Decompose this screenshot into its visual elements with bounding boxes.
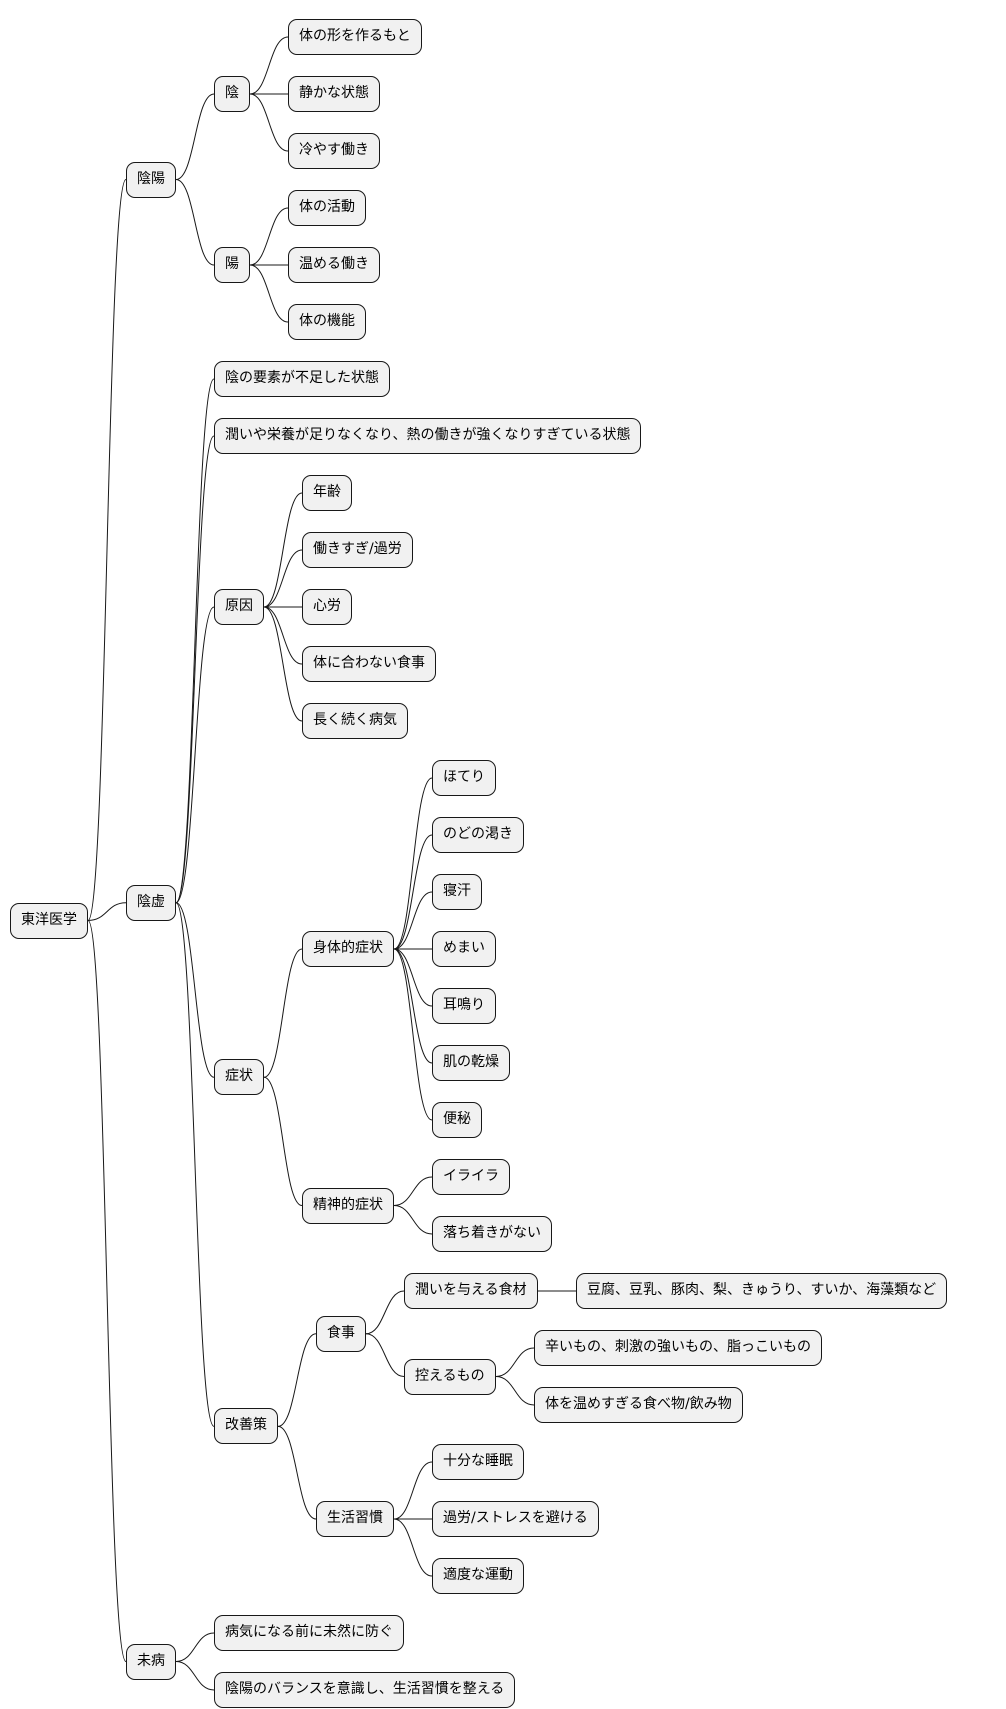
connector-line	[263, 606, 303, 722]
mindmap-node: 控えるもの	[404, 1358, 496, 1395]
connector-line	[365, 1290, 405, 1335]
mindmap-node: 体の形を作るもと	[288, 19, 422, 55]
connector-line	[495, 1347, 535, 1377]
connector-line	[393, 891, 433, 950]
connector-line	[393, 834, 433, 950]
mindmap-node: 体の機能	[288, 304, 366, 340]
connector-line	[277, 1425, 317, 1520]
connector-line	[277, 1333, 317, 1427]
mindmap-node: 潤いを与える食材	[404, 1273, 538, 1309]
connector-line	[249, 207, 289, 266]
mindmap-node: ほてり	[432, 760, 496, 796]
connector-line	[393, 1176, 433, 1206]
connector-line	[175, 1661, 215, 1691]
connector-line	[175, 179, 215, 266]
mindmap-node: 肌の乾燥	[432, 1045, 510, 1081]
connector-line	[249, 36, 289, 95]
mindmap-node: 温める働き	[288, 247, 380, 283]
mindmap-node: めまい	[432, 931, 496, 967]
mindmap-node: 十分な睡眠	[432, 1444, 524, 1480]
mindmap-node: 病気になる前に未然に防ぐ	[214, 1615, 404, 1651]
mindmap-node: 働きすぎ/過労	[302, 532, 413, 568]
mindmap-node: 辛いもの、刺激の強いもの、脂っこいもの	[534, 1330, 822, 1366]
mindmap-node: 豆腐、豆乳、豚肉、梨、きゅうり、すいか、海藻類など	[576, 1273, 948, 1309]
connector-line	[393, 1205, 433, 1235]
mindmap-node: 便秘	[432, 1102, 482, 1138]
connector-line	[263, 948, 303, 1078]
mindmap-node: 陰陽	[126, 161, 176, 198]
connector-line	[175, 378, 215, 904]
mindmap-node: 陰虚	[126, 884, 176, 921]
connector-line	[393, 777, 433, 950]
connector-line	[175, 1632, 215, 1662]
mindmap-node: 体を温めすぎる食べ物/飲み物	[534, 1387, 743, 1423]
connector-line	[263, 606, 303, 665]
mindmap-node: 食事	[316, 1315, 366, 1352]
connector-line	[249, 93, 289, 152]
mindmap-node: 症状	[214, 1059, 264, 1096]
mindmap-node: 過労/ストレスを避ける	[432, 1501, 599, 1537]
mindmap-node: 長く続く病気	[302, 703, 408, 739]
mindmap-node: 陰陽のバランスを意識し、生活習慣を整える	[214, 1672, 516, 1708]
mindmap-node: 精神的症状	[302, 1187, 394, 1224]
mindmap-node: 静かな状態	[288, 76, 380, 112]
mindmap-node: イライラ	[432, 1159, 510, 1195]
connector-line	[263, 549, 303, 608]
mindmap-node: 改善策	[214, 1408, 278, 1445]
mindmap-node: 年齢	[302, 475, 352, 511]
mindmap-node: 陽	[214, 247, 250, 283]
connector-line	[175, 902, 215, 1078]
connector-line	[393, 948, 433, 1121]
mindmap-node: 体の活動	[288, 190, 366, 226]
mindmap-node: のどの渇き	[432, 817, 524, 853]
connector-line	[249, 264, 289, 323]
connector-line	[175, 93, 215, 180]
mindmap-root-node: 東洋医学	[10, 902, 88, 939]
connector-line	[263, 492, 303, 608]
mindmap-node: 落ち着きがない	[432, 1216, 552, 1252]
mindmap-node: 寝汗	[432, 874, 482, 910]
mindmap-node: 原因	[214, 589, 264, 625]
mindmap-node: 潤いや栄養が足りなくなり、熱の働きが強くなりすぎている状態	[214, 418, 642, 454]
connector-line	[87, 179, 127, 921]
connector-line	[175, 902, 215, 1427]
connector-line	[393, 948, 433, 1064]
connector-line	[495, 1376, 535, 1406]
mindmap-node: 生活習慣	[316, 1501, 394, 1537]
connector-line	[393, 948, 433, 1007]
connector-line	[175, 606, 215, 904]
mindmap-node: 身体的症状	[302, 931, 394, 967]
mindmap-node: 陰	[214, 76, 250, 112]
connector-line	[87, 920, 127, 1662]
mindmap-node: 冷やす働き	[288, 133, 380, 169]
connector-line	[393, 1461, 433, 1520]
mindmap-node: 適度な運動	[432, 1558, 524, 1594]
connector-line	[87, 902, 127, 921]
mindmap-node: 心労	[302, 589, 352, 625]
connector-line	[393, 1518, 433, 1577]
mindmap-node: 体に合わない食事	[302, 646, 436, 682]
mindmap-node: 陰の要素が不足した状態	[214, 361, 390, 397]
mindmap-node: 耳鳴り	[432, 988, 496, 1024]
mindmap-node: 未病	[126, 1643, 176, 1680]
connector-line	[263, 1076, 303, 1206]
connector-line	[365, 1333, 405, 1377]
connector-line	[175, 435, 215, 904]
